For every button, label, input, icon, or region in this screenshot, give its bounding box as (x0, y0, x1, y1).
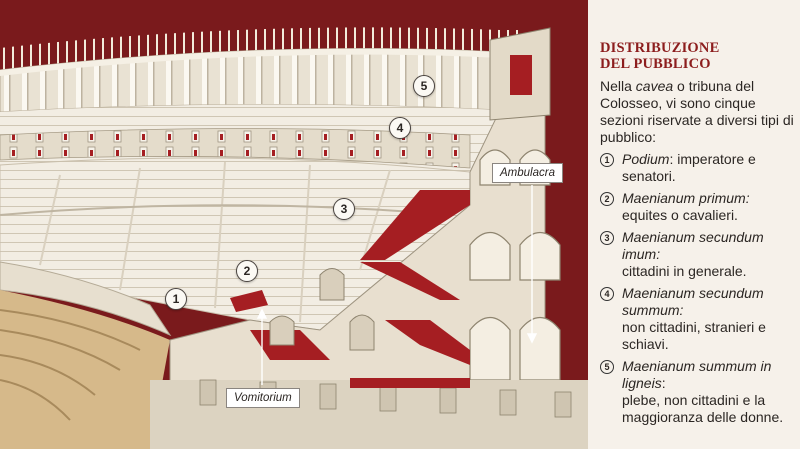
legend-sep-5: : (661, 375, 666, 391)
panel-title: DISTRIBUZIONE DEL PUBBLICO (600, 40, 794, 72)
legend-panel: DISTRIBUZIONE DEL PUBBLICO Nella cavea o… (588, 0, 800, 449)
legend-desc-3: cittadini in generale. (622, 263, 747, 279)
legend-desc-5: plebe, non cittadini e la maggioranza de… (622, 392, 784, 425)
section-marker-4: 4 (389, 117, 411, 139)
legend-sep-1: : (669, 151, 674, 167)
legend-desc-2: equites o cavalieri. (622, 207, 738, 223)
arena-floor (0, 290, 170, 449)
legend-item-2: 2 Maenianum primum:equites o cavalieri. (600, 190, 794, 224)
section-marker-3: 3 (333, 198, 355, 220)
podium (0, 261, 172, 337)
legend-name-5: Maenianum summum in ligneis (622, 358, 772, 391)
outer-arches (469, 149, 561, 381)
colosseum-cutaway-illustration (0, 0, 588, 449)
panel-title-line-1: DISTRIBUZIONE (600, 40, 720, 56)
legend-number-2: 2 (600, 192, 614, 206)
callout-ambulacra: Ambulacra (492, 163, 563, 183)
section-marker-5: 5 (413, 75, 435, 97)
legend-desc-4: non cittadini, stranieri e schiavi. (622, 319, 766, 352)
legend-number-3: 3 (600, 231, 614, 245)
legend-item-4: 4 Maenianum secundum summum:non cittadin… (600, 285, 794, 353)
legend-name-4: Maenianum secundum summum: (622, 285, 764, 318)
legend-name-1: Podium (622, 151, 670, 167)
legend-desc-1: imperatore e senatori. (622, 151, 756, 184)
callout-arrows (256, 185, 538, 385)
section-marker-2: 2 (236, 260, 258, 282)
panel-title-line-2: DEL PUBBLICO (600, 56, 711, 72)
legend-name-2: Maenianum primum: (622, 190, 750, 206)
legend-item-5: 5 Maenianum summum in ligneis:plebe, non… (600, 358, 794, 426)
upper-colonnade-cornice (0, 48, 500, 76)
intro-before: Nella (600, 78, 636, 94)
praecinctio-wall (0, 204, 441, 216)
section-marker-1: 1 (165, 288, 187, 310)
legend-item-3: 3 Maenianum secundum imum:cittadini in g… (600, 229, 794, 280)
intro-text: Nella cavea o tribuna del Colosseo, vi s… (600, 78, 794, 146)
callout-vomitorium: Vomitorium (226, 388, 300, 408)
tower-red-window (510, 55, 532, 95)
red-base-band (350, 378, 470, 388)
intro-italic: cavea (635, 78, 674, 94)
legend-item-1: 1 Podium: imperatore e senatori. (600, 151, 794, 185)
inner-arcades (269, 268, 375, 351)
legend-name-3: Maenianum secundum imum: (622, 229, 764, 262)
legend-number-5: 5 (600, 360, 614, 374)
niche-band (0, 128, 471, 169)
hypogeum-rings (0, 309, 141, 421)
legend-number-4: 4 (600, 287, 614, 301)
ground-pillars (199, 379, 572, 418)
intro-after: o tribuna del Colosseo, vi sono cinque s… (600, 78, 794, 145)
aisle-lines (39, 161, 391, 323)
legend-number-1: 1 (600, 153, 614, 167)
